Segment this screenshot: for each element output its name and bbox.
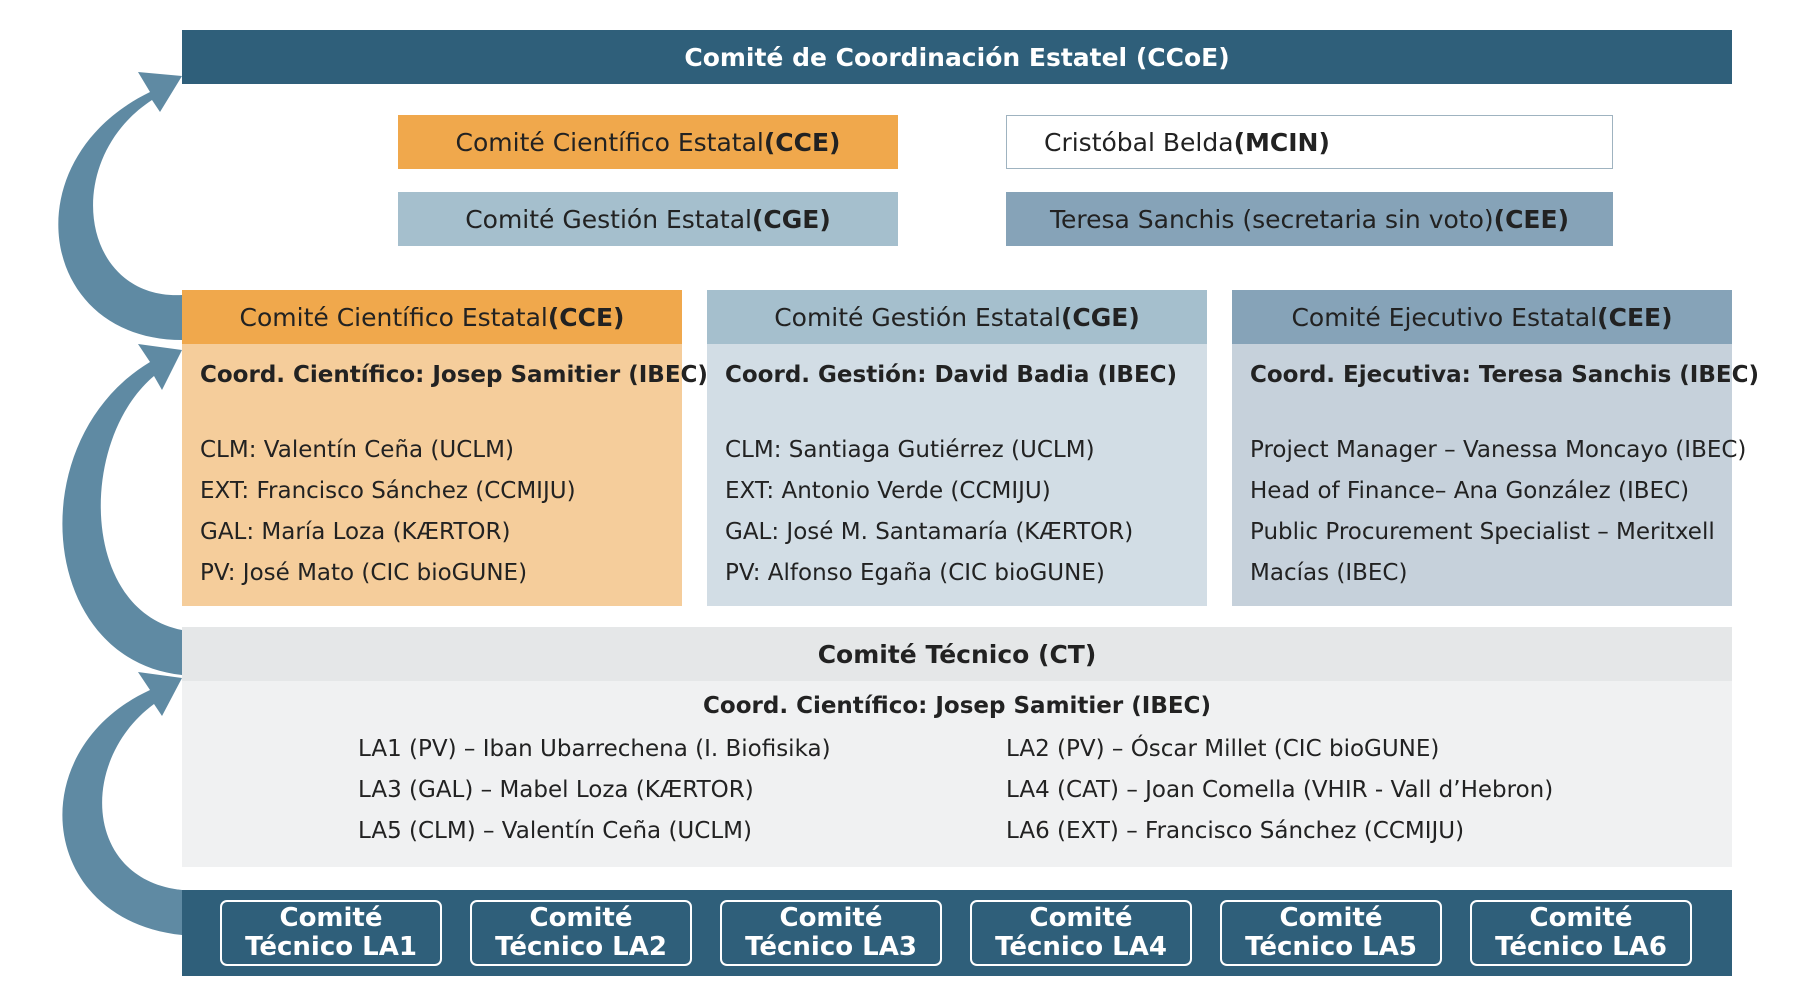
ccoe-member-cee: Teresa Sanchis (secretaria sin voto) (CE… [1006, 192, 1613, 246]
list-item: EXT: Antonio Verde (CCMIJU) [725, 478, 1051, 504]
cge-committee-box: Comité Gestión Estatal (CGE) Coord. Gest… [707, 290, 1207, 606]
list-item: EXT: Francisco Sánchez (CCMIJU) [200, 478, 576, 504]
list-item: PV: José Mato (CIC bioGUNE) [200, 560, 528, 586]
la1-line2: Técnico LA1 [245, 932, 417, 962]
cce-members: CLM: Valentín Ceña (UCLM) EXT: Francisco… [200, 430, 674, 594]
mcin-label: Cristóbal Belda [1044, 127, 1234, 157]
list-item: LA5 (CLM) – Valentín Ceña (UCLM) [358, 818, 752, 844]
la5-line1: Comité [1279, 903, 1383, 933]
list-item: Project Manager – Vanessa Moncayo (IBEC) [1250, 437, 1747, 463]
cee-header-abbr: (CEE) [1597, 302, 1673, 332]
la5-line2: Técnico LA5 [1245, 932, 1417, 962]
list-item: Head of Finance– Ana González (IBEC) [1250, 478, 1690, 504]
ct-body: Coord. Científico: Josep Samitier (IBEC)… [182, 681, 1732, 867]
cge-header: Comité Gestión Estatal (CGE) [707, 290, 1207, 344]
la3-line2: Técnico LA3 [745, 932, 917, 962]
ccoe-title: Comité de Coordinación Estatel (CCoE) [684, 42, 1230, 72]
list-item: Public Procurement Specialist – Meritxel… [1250, 519, 1715, 545]
cge-members: CLM: Santiaga Gutiérrez (UCLM) EXT: Anto… [725, 430, 1199, 594]
la6-line1: Comité [1529, 903, 1633, 933]
list-item: CLM: Valentín Ceña (UCLM) [200, 437, 514, 463]
list-item: LA1 (PV) – Iban Ubarrechena (I. Biofisik… [358, 736, 831, 762]
la1-line1: Comité [279, 903, 383, 933]
mcin-abbr: (MCIN) [1233, 127, 1330, 157]
la4-line2: Técnico LA4 [995, 932, 1167, 962]
feedback-arrows [58, 72, 182, 935]
ccoe-banner: Comité de Coordinación Estatel (CCoE) [182, 30, 1732, 84]
cge-abbr: (CGE) [752, 204, 831, 234]
cge-coordinator: Coord. Gestión: David Badia (IBEC) [725, 362, 1178, 388]
cce-header: Comité Científico Estatal (CCE) [182, 290, 682, 344]
cce-coordinator: Coord. Científico: Josep Samitier (IBEC) [200, 362, 708, 388]
cce-committee-box: Comité Científico Estatal (CCE) Coord. C… [182, 290, 708, 606]
la6-line2: Técnico LA6 [1495, 932, 1667, 962]
cge-label: Comité Gestión Estatal [465, 204, 752, 234]
ct-right-list: LA2 (PV) – Óscar Millet (CIC bioGUNE) LA… [1006, 729, 1553, 852]
cee-label: Teresa Sanchis (secretaria sin voto) [1049, 204, 1494, 234]
cee-coordinator: Coord. Ejecutiva: Teresa Sanchis (IBEC) [1250, 362, 1759, 388]
list-item: GAL: José M. Santamaría (KÆRTOR) [725, 519, 1134, 545]
la4-line1: Comité [1029, 903, 1133, 933]
cce-header-text: Comité Científico Estatal [239, 302, 548, 332]
arrow-to-committees [62, 344, 182, 675]
ct-coordinator: Coord. Científico: Josep Samitier (IBEC) [703, 693, 1211, 719]
cee-header: Comité Ejecutivo Estatal (CEE) [1232, 290, 1732, 344]
list-item: PV: Alfonso Egaña (CIC bioGUNE) [725, 560, 1105, 586]
la2-line1: Comité [529, 903, 633, 933]
list-item: GAL: María Loza (KÆRTOR) [200, 519, 511, 545]
la3-line1: Comité [779, 903, 883, 933]
cee-abbr: (CEE) [1493, 204, 1570, 234]
cce-label: Comité Científico Estatal [455, 127, 764, 157]
list-item: CLM: Santiaga Gutiérrez (UCLM) [725, 437, 1095, 463]
la2-line2: Técnico LA2 [495, 932, 667, 962]
cce-abbr: (CCE) [763, 127, 841, 157]
cce-header-abbr: (CCE) [547, 302, 625, 332]
list-item: LA4 (CAT) – Joan Comella (VHIR - Vall d’… [1006, 777, 1554, 803]
arrow-to-ct [62, 672, 182, 935]
arrow-to-ccoe [58, 72, 182, 340]
cge-header-abbr: (CGE) [1061, 302, 1140, 332]
ccoe-member-mcin: Cristóbal Belda (MCIN) [1006, 115, 1613, 169]
cee-members: Project Manager – Vanessa Moncayo (IBEC)… [1250, 430, 1747, 594]
cge-header-text: Comité Gestión Estatal [774, 302, 1061, 332]
list-item: Macías (IBEC) [1250, 560, 1408, 586]
ccoe-member-cge: Comité Gestión Estatal (CGE) [398, 192, 898, 246]
ct-title: Comité Técnico (CT) [817, 639, 1097, 669]
cee-header-text: Comité Ejecutivo Estatal [1291, 302, 1598, 332]
list-item: LA3 (GAL) – Mabel Loza (KÆRTOR) [358, 777, 754, 803]
list-item: LA6 (EXT) – Francisco Sánchez (CCMIJU) [1006, 818, 1465, 844]
ccoe-member-cce: Comité Científico Estatal (CCE) [398, 115, 898, 169]
cee-committee-box: Comité Ejecutivo Estatal (CEE) Coord. Ej… [1232, 290, 1759, 606]
ct-left-list: LA1 (PV) – Iban Ubarrechena (I. Biofisik… [358, 729, 831, 852]
list-item: LA2 (PV) – Óscar Millet (CIC bioGUNE) [1006, 736, 1440, 762]
ct-header: Comité Técnico (CT) [182, 627, 1732, 681]
